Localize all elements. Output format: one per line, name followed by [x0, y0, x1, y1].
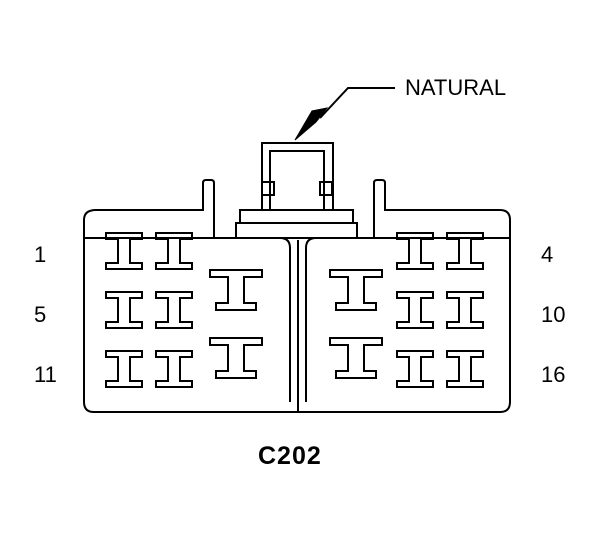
terminal-left-1-2	[155, 232, 193, 270]
terminal-left-wide-1	[209, 269, 263, 311]
arrow-icon	[294, 107, 329, 141]
terminal-left-1-1	[105, 232, 143, 270]
terminal-right-1-2	[446, 232, 484, 270]
connector-name: C202	[258, 442, 322, 470]
pin-label-11: 11	[34, 362, 57, 387]
terminal-left-3-2	[155, 350, 193, 388]
terminal-left-2-2	[155, 291, 193, 329]
pin-label-5: 5	[34, 302, 46, 327]
pin-label-10: 10	[541, 302, 565, 327]
locking-tab	[235, 142, 358, 239]
terminal-right-wide-1	[329, 269, 383, 311]
terminal-right-2-2	[446, 291, 484, 329]
terminal-left-2-1	[105, 291, 143, 329]
terminal-right-3-2	[446, 350, 484, 388]
connector-body-outline	[83, 179, 511, 413]
terminal-left-wide-2	[209, 337, 263, 379]
pin-label-1: 1	[34, 242, 46, 267]
terminal-left-3-1	[105, 350, 143, 388]
terminal-right-wide-2	[329, 337, 383, 379]
natural-leader	[294, 87, 395, 141]
pin-label-4: 4	[541, 242, 553, 267]
pin-label-16: 16	[541, 362, 565, 387]
terminal-cavities	[105, 232, 484, 388]
color-label: NATURAL	[405, 75, 506, 100]
terminal-right-1-1	[396, 232, 434, 270]
terminal-right-2-1	[396, 291, 434, 329]
terminal-right-3-1	[396, 350, 434, 388]
